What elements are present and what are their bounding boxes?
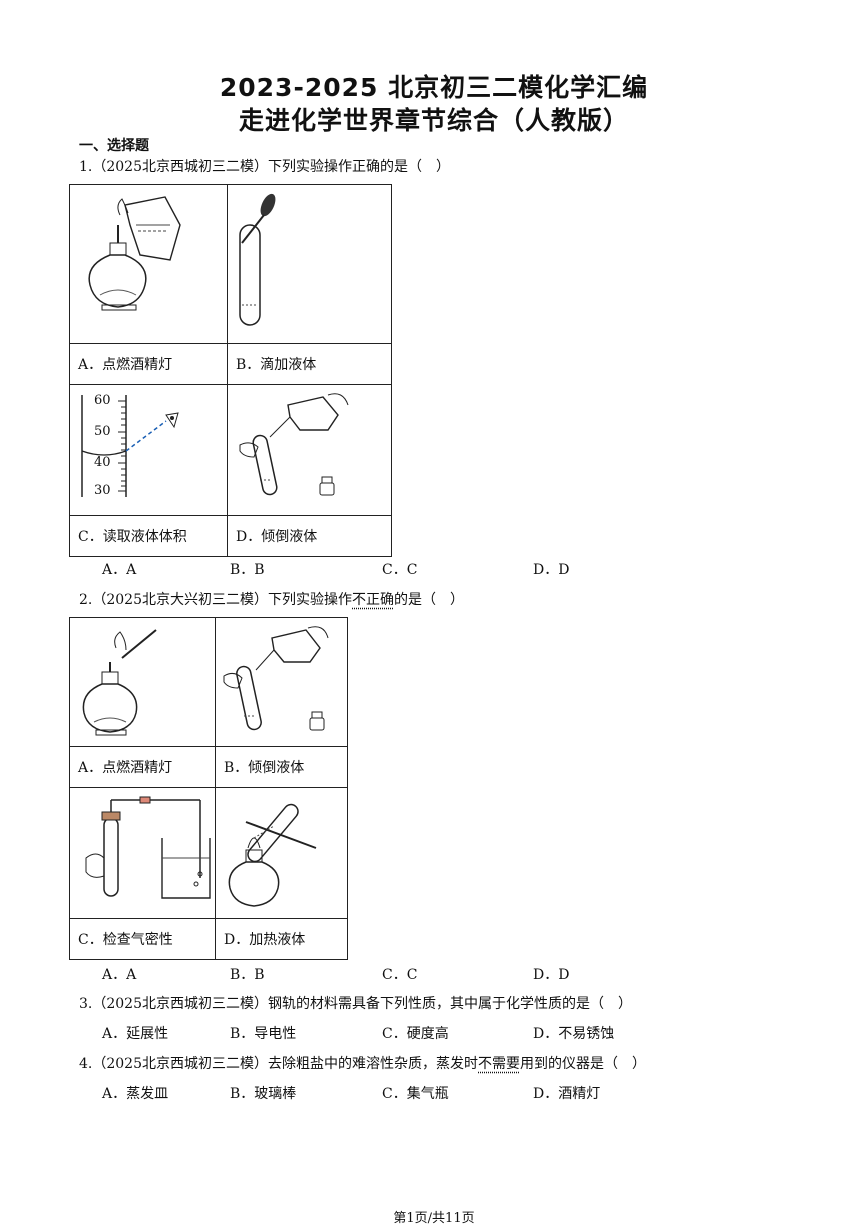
q2-option-d[interactable]: D．D: [533, 967, 570, 983]
q1-figure-a: [69, 184, 228, 344]
q2-stem-emphasis: 不正确: [352, 592, 394, 608]
scale-tick-50: 50: [94, 424, 111, 439]
alcohol-lamp-lit-by-lamp-icon: [88, 196, 181, 311]
q2-option-b[interactable]: B．B: [230, 967, 265, 983]
q2-option-a[interactable]: A．A: [102, 967, 137, 983]
q2-cell-label-c: C．检查气密性: [69, 918, 216, 960]
q4-option-b[interactable]: B．玻璃棒: [230, 1086, 297, 1102]
question-4-stem: 4.（2025北京西城初三二模）去除粗盐中的难溶性杂质，蒸发时不需要用到的仪器是…: [79, 1053, 646, 1073]
q4-stem-pre: 4.（2025北京西城初三二模）去除粗盐中的难溶性杂质，蒸发时: [79, 1056, 478, 1072]
question-1-figure-table: A．点燃酒精灯 B．滴加液体: [69, 184, 392, 557]
q2-cell-label-a: A．点燃酒精灯: [69, 746, 216, 788]
q1-cell-label-d: D．倾倒液体: [227, 515, 392, 557]
q2-cell-label-d: D．加热液体: [215, 918, 348, 960]
q2-stem-pre: 2.（2025北京大兴初三二模）下列实验操作: [79, 592, 352, 608]
q1-option-c[interactable]: C．C: [382, 562, 418, 578]
q1-cell-label-b: B．滴加液体: [227, 343, 392, 385]
q1-figure-d: [227, 384, 392, 516]
q4-stem-post: 用到的仪器是（ ）: [520, 1056, 646, 1072]
dropper-into-test-tube-icon: [239, 193, 276, 326]
q3-option-d[interactable]: D．不易锈蚀: [533, 1026, 615, 1042]
q1-figure-c: 60 50 40 30: [69, 384, 228, 516]
graduated-cylinder-reading-icon: [81, 395, 179, 497]
q2-figure-a: [69, 617, 216, 747]
section-heading: 一、选择题: [79, 138, 149, 154]
q1-option-b[interactable]: B．B: [230, 562, 265, 578]
q3-option-b[interactable]: B．导电性: [230, 1026, 297, 1042]
q1-option-a[interactable]: A．A: [102, 562, 137, 578]
alcohol-lamp-lit-by-match-icon: [82, 629, 157, 736]
question-2-stem: 2.（2025北京大兴初三二模）下列实验操作不正确的是（ ）: [79, 589, 464, 609]
q1-cell-label-c: C．读取液体体积: [69, 515, 228, 557]
q4-option-a[interactable]: A．蒸发皿: [102, 1086, 169, 1102]
q4-stem-emphasis: 不需要: [478, 1056, 520, 1072]
q1-option-d[interactable]: D．D: [533, 562, 570, 578]
q3-option-a[interactable]: A．延展性: [102, 1026, 169, 1042]
question-3-stem: 3.（2025北京西城初三二模）钢轨的材料需具备下列性质，其中属于化学性质的是（…: [79, 996, 632, 1012]
heating-liquid-icon: [228, 803, 317, 907]
scale-tick-30: 30: [94, 483, 111, 498]
page-footer: 第1页/共11页: [393, 1211, 475, 1226]
question-1-stem: 1.（2025北京西城初三二模）下列实验操作正确的是（ ）: [79, 159, 450, 175]
q2-figure-d: [215, 787, 348, 919]
q3-option-c[interactable]: C．硬度高: [382, 1026, 449, 1042]
scale-tick-40: 40: [94, 455, 111, 470]
question-2-figure-table: A．点燃酒精灯 B．倾倒液体: [69, 617, 348, 960]
scale-tick-60: 60: [94, 393, 111, 408]
q2-option-c[interactable]: C．C: [382, 967, 418, 983]
document-title-line2: 走进化学世界章节综合（人教版）: [238, 106, 629, 135]
q4-option-c[interactable]: C．集气瓶: [382, 1086, 449, 1102]
q2-cell-label-b: B．倾倒液体: [215, 746, 348, 788]
q1-figure-b: [227, 184, 392, 344]
q4-option-d[interactable]: D．酒精灯: [533, 1086, 601, 1102]
q2-stem-post: 的是（ ）: [394, 592, 464, 608]
pouring-liquid-icon: [223, 626, 329, 731]
q2-figure-c: [69, 787, 216, 919]
q2-figure-b: [215, 617, 348, 747]
document-title-line1: 2023-2025 北京初三二模化学汇编: [219, 73, 649, 102]
airtightness-check-icon: [85, 796, 211, 899]
pouring-liquid-icon: [239, 393, 349, 496]
q1-cell-label-a: A．点燃酒精灯: [69, 343, 228, 385]
